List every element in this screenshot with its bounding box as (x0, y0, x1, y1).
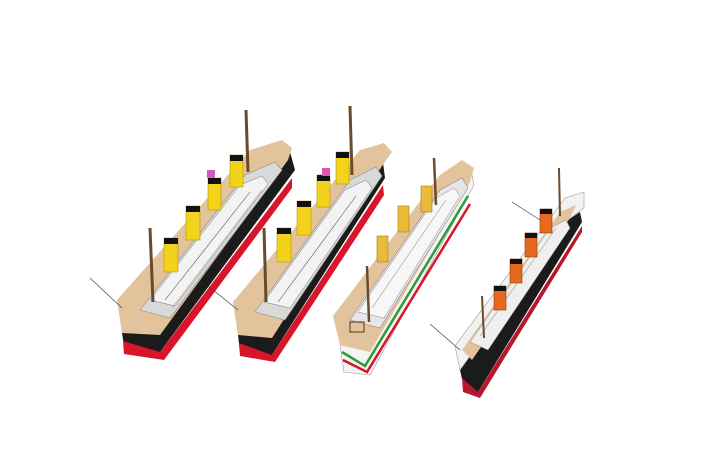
ship-3 (333, 157, 475, 376)
ship-3-stripe-green (341, 195, 470, 368)
ship-2 (207, 105, 392, 362)
ship-3-funnels (376, 185, 433, 263)
ship-4-fore-mast (558, 167, 561, 217)
ship-4-funnels (493, 208, 553, 311)
ship-4-aft-mast (481, 295, 485, 339)
ship-3-fore-mast (432, 157, 438, 206)
ship-1-funnels (163, 154, 244, 273)
ship-4 (429, 167, 585, 398)
ship-3-stripe-red (342, 203, 472, 374)
ship-2-funnels (276, 151, 350, 263)
ship-1-fore-mast (244, 109, 250, 173)
ship-3-aft-mast (365, 265, 371, 323)
ship-4-hull-black (460, 212, 582, 392)
ship-2-aft-mast (262, 227, 268, 303)
ship-1 (89, 109, 295, 360)
ship-1-aft-mast (148, 227, 155, 303)
ship-2-fore-mast (348, 105, 354, 176)
